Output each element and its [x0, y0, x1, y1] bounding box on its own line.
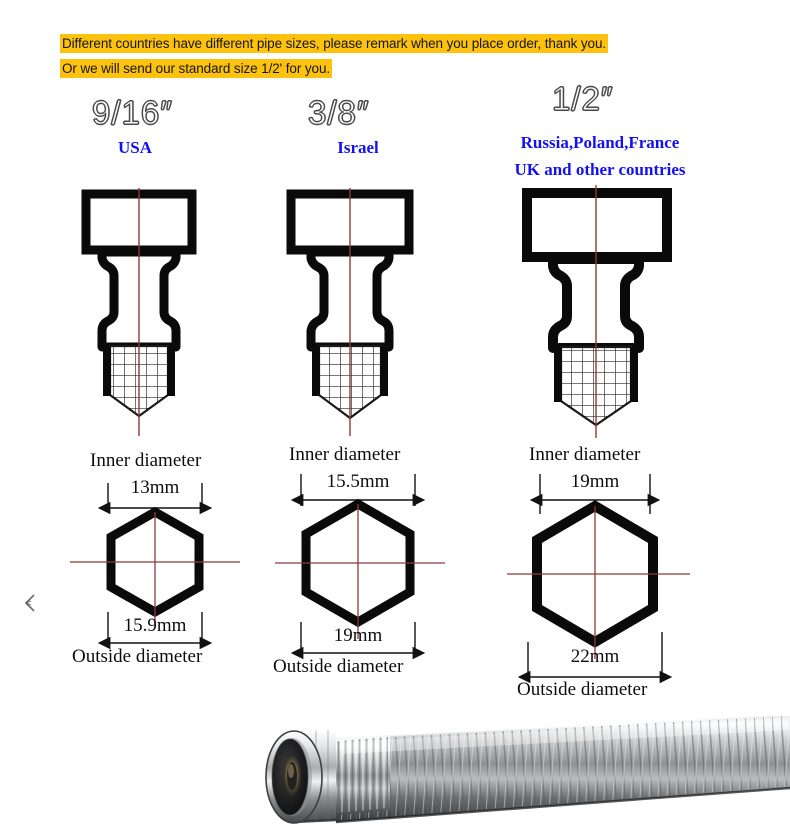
outside-diameter-value-col-3: 22mm [570, 646, 620, 667]
nut-face [271, 738, 309, 816]
fitting-drawing-col-1 [81, 188, 197, 436]
inner-diameter-label-col-1: Inner diameter [90, 450, 202, 471]
country-label-col-3-line-1: Russia,Poland,France [520, 133, 680, 152]
size-label-col-1: 9/16″ [92, 94, 173, 131]
outside-diameter-label-col-2: Outside diameter [273, 656, 404, 677]
hex-diagram-col-1: Inner diameter 13mm 15.9mm Outside diame… [60, 450, 290, 680]
fitting-drawing-col-3 [522, 185, 672, 438]
inner-diameter-value-col-3: 19mm [570, 471, 620, 492]
inner-diameter-label-col-2: Inner diameter [289, 444, 401, 465]
inner-diameter-label-col-3: Inner diameter [529, 444, 641, 465]
hexagon-shape-col-1 [70, 483, 240, 650]
country-label-col-3-line-2: UK and other countries [514, 160, 686, 179]
size-label-col-2: 3/8″ [308, 94, 370, 131]
product-photo-flexible-hose [265, 716, 790, 824]
hexagon-shape-col-2 [275, 474, 445, 660]
hose-ferrule [324, 735, 390, 816]
outside-diameter-label-col-1: Outside diameter [72, 646, 203, 667]
inner-diameter-value-col-1: 13mm [130, 477, 180, 498]
cursor-arrow-icon [24, 594, 35, 612]
notice-line-2-wrap: Or we will send our standard size 1/2' f… [60, 59, 333, 78]
outside-diameter-label-col-3: Outside diameter [517, 679, 648, 700]
fitting-drawing-col-2 [286, 188, 414, 436]
inner-diameter-value-col-2: 15.5mm [326, 471, 390, 492]
hexagon-shape-col-3 [507, 474, 690, 684]
notice-line-2: Or we will send our standard size 1/2' f… [60, 59, 333, 78]
country-label-col-1: USA [117, 138, 152, 157]
outside-diameter-value-col-2: 19mm [333, 625, 383, 646]
size-label-col-3: 1/2″ [552, 80, 614, 117]
hose-braid [335, 716, 790, 824]
hex-diagram-col-2: Inner diameter 15.5mm 19mm Outside diame… [273, 444, 520, 689]
notice-line-1: Different countries have different pipe … [60, 34, 609, 53]
outside-diameter-value-col-1: 15.9mm [123, 615, 187, 636]
country-label-col-2: Israel [337, 138, 379, 157]
hex-diagram-col-3: Inner diameter 19mm 22mm Outside diamete… [495, 444, 755, 709]
notice-line-1-wrap: Different countries have different pipe … [60, 34, 609, 53]
